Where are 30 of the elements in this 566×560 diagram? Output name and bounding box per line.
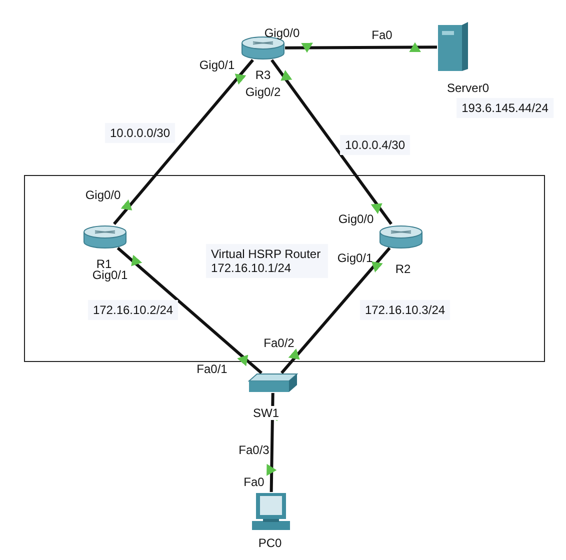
- device-label: R2: [395, 262, 411, 276]
- network-link: [270, 59, 392, 225]
- ip-address-label: 193.6.145.44/24: [456, 98, 554, 118]
- interface-label: Gig0/0: [264, 26, 300, 40]
- subnet-label: 10.0.0.4/30: [340, 135, 410, 155]
- device-label: R3: [255, 68, 271, 82]
- interface-label: Fa0/3: [238, 443, 270, 457]
- device-label: SW1: [253, 406, 279, 420]
- interface-label: Fa0/2: [264, 336, 294, 350]
- network-link: [280, 247, 391, 374]
- interface-label: Gig0/1: [92, 268, 128, 282]
- device-label: PC0: [258, 536, 282, 550]
- interface-label: Fa0: [372, 28, 392, 42]
- network-link: [113, 59, 254, 225]
- network-link: [266, 392, 278, 492]
- interface-label: Gig0/1: [199, 58, 235, 72]
- interface-label: Gig0/0: [338, 212, 374, 226]
- network-link: [285, 42, 437, 53]
- subnet-label: 10.0.0.0/30: [104, 123, 176, 143]
- subnet-label: 172.16.10.2/24: [88, 300, 178, 320]
- network-link: [116, 246, 262, 374]
- group-label: Virtual HSRP Router 172.16.10.1/24: [206, 244, 328, 278]
- device-label: Server0: [446, 81, 490, 95]
- device-label: R1: [96, 257, 112, 271]
- interface-label: Gig0/1: [337, 251, 373, 265]
- subnet-label: 172.16.10.3/24: [360, 300, 450, 320]
- interface-label: Fa0: [244, 475, 264, 489]
- interface-label: Fa0/1: [196, 362, 228, 376]
- interface-label: Gig0/0: [85, 188, 121, 202]
- interface-label: Gig0/2: [245, 85, 281, 99]
